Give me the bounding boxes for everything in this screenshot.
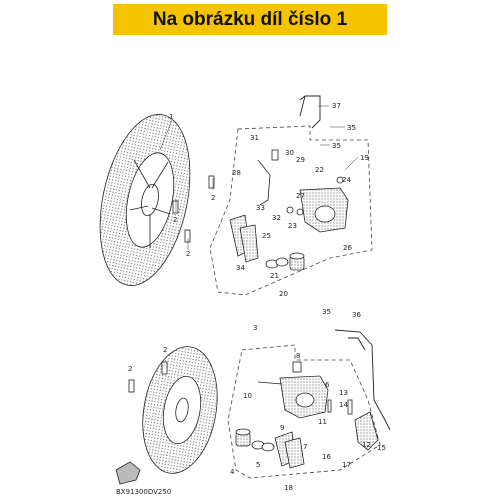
part-label: 16 [322,453,331,461]
part-label: 15 [377,444,386,452]
part-label: 2 [211,194,215,202]
part-label: 22 [315,166,324,174]
part-label: 27 [296,192,305,200]
brake-pads-top [229,214,259,263]
caliper-body-bottom [257,361,353,419]
part-label: 17 [342,461,351,469]
part-label: 3 [253,324,257,332]
part-label: 24 [342,176,351,184]
caliper-outline-top [209,125,373,296]
part-label: 33 [256,204,265,212]
part-label: 2 [186,250,190,258]
part-label: 4 [230,468,235,476]
part-label: 21 [270,272,279,280]
brake-disc-bottom [142,346,218,474]
part-label: 2 [163,346,167,354]
part-label: 2 [128,365,132,373]
caliper-outline-bottom [227,344,381,479]
front-arrow-icon [115,461,141,485]
part-label: 6 [325,381,330,389]
part-label: 5 [256,461,260,469]
pistons-bottom [235,428,275,452]
part-label: 2 [173,216,177,224]
part-label: 37 [332,102,341,110]
disc-bolts-top [172,175,215,243]
brake-hose-top [299,95,321,129]
part-label: 26 [343,244,352,252]
leader-lines-top [159,105,359,250]
brake-pads-bottom [274,431,305,469]
part-label: 11 [318,418,327,426]
pistons-top [265,252,305,271]
part-label: 35 [322,308,331,316]
brake-disc-top [99,114,191,286]
part-label: 30 [285,149,294,157]
part-label: 18 [284,484,293,492]
part-label: 14 [339,401,348,409]
part-label: 28 [232,169,241,177]
header-banner: Na obrázku díl číslo 1 [113,4,387,35]
part-label: 8 [296,352,300,360]
part-label: 19 [360,154,369,162]
part-label: 12 [362,441,371,449]
part-label: 29 [296,156,305,164]
part-label: 34 [236,264,245,272]
diagram-code: BX91300DV250 [116,488,172,496]
part-label: 32 [272,214,281,222]
part-label: 1 [169,113,173,121]
part-label: 25 [262,232,271,240]
part-label: 13 [339,389,348,397]
caliper-body-top [257,149,349,233]
part-label: 31 [250,134,259,142]
banner-title: Na obrázku díl číslo 1 [152,8,348,30]
part-label: 35 [332,142,341,150]
part-label: 10 [243,392,252,400]
brake-hose-bottom [334,329,391,431]
disc-bolts-bottom [128,361,168,393]
part-label: 35 [347,124,356,132]
part-label: 36 [352,311,361,319]
part-label: 7 [303,443,307,451]
part-label: 23 [288,222,297,230]
part-label: 20 [279,290,288,298]
bracket-bottom [354,411,379,451]
part-label: 9 [280,424,284,432]
